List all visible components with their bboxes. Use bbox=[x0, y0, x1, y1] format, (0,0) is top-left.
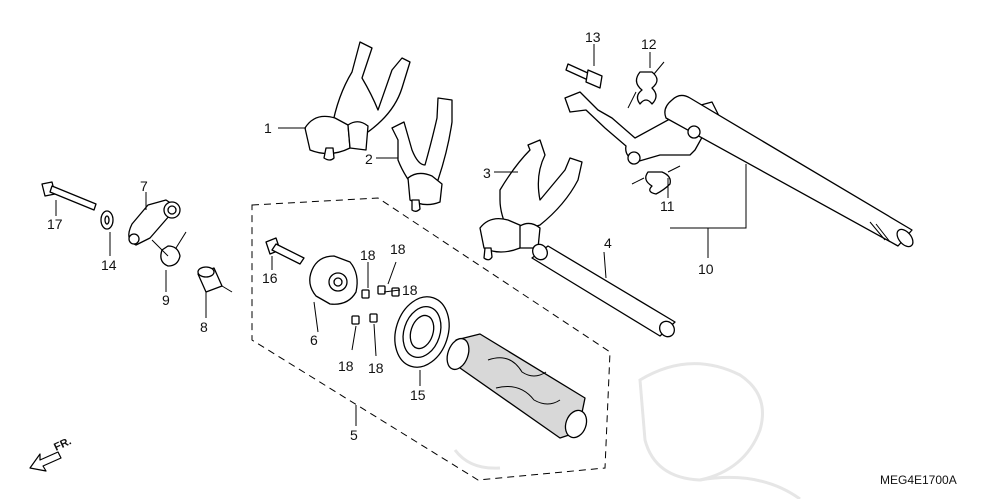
callout-2: 2 bbox=[365, 151, 373, 167]
callout-9: 9 bbox=[162, 292, 170, 308]
dowel-pins-18 bbox=[351, 285, 400, 325]
shift-fork-3 bbox=[479, 139, 583, 261]
pin-bolt-13 bbox=[565, 63, 603, 89]
washer-14 bbox=[100, 210, 114, 230]
callout-16: 16 bbox=[262, 270, 278, 286]
callout-11: 11 bbox=[660, 198, 675, 214]
callout-5: 5 bbox=[350, 427, 358, 443]
bolt-16 bbox=[265, 237, 305, 265]
front-arrow-icon bbox=[29, 451, 62, 472]
shift-fork-2 bbox=[391, 97, 453, 212]
diagram-code: MEG4E1700A bbox=[880, 473, 957, 487]
callout-15: 15 bbox=[410, 387, 426, 403]
callout-12: 12 bbox=[641, 36, 657, 52]
callout-17: 17 bbox=[47, 216, 63, 232]
leader-lines bbox=[55, 44, 747, 426]
drum-assembly-boundary bbox=[251, 197, 611, 481]
callout-8: 8 bbox=[200, 319, 208, 335]
bearing-15 bbox=[394, 296, 450, 368]
gearshift-spindle-10 bbox=[564, 91, 914, 248]
shift-drum-5 bbox=[446, 333, 588, 439]
shift-fork-1 bbox=[304, 41, 411, 161]
return-spring-11 bbox=[631, 165, 681, 195]
callout-18-c: 18 bbox=[402, 282, 418, 298]
callout-18-b: 18 bbox=[390, 241, 406, 257]
fork-shaft-4 bbox=[531, 243, 676, 338]
callout-6: 6 bbox=[310, 332, 318, 348]
callout-3: 3 bbox=[483, 165, 491, 181]
callout-10: 10 bbox=[698, 261, 714, 277]
callout-14: 14 bbox=[101, 257, 117, 273]
callout-13: 13 bbox=[585, 29, 601, 45]
callout-4: 4 bbox=[604, 235, 612, 251]
callout-7: 7 bbox=[140, 178, 148, 194]
callout-18-d: 18 bbox=[338, 358, 354, 374]
front-direction-label: FR. bbox=[52, 435, 73, 453]
return-spring-12 bbox=[627, 61, 665, 109]
callout-18-a: 18 bbox=[360, 247, 376, 263]
stopper-spring-9 bbox=[151, 231, 187, 267]
bolt-17 bbox=[41, 181, 97, 211]
callout-numbers: 1 2 3 4 5 6 7 8 9 10 11 12 13 14 15 16 1… bbox=[47, 29, 714, 443]
watermark-figure bbox=[453, 362, 801, 499]
stopper-arm-7 bbox=[128, 199, 181, 246]
callout-18-e: 18 bbox=[368, 360, 384, 376]
callout-1: 1 bbox=[264, 120, 272, 136]
front-direction-arrow: FR. bbox=[29, 435, 73, 472]
collar-8 bbox=[197, 266, 233, 293]
drum-center-6 bbox=[309, 255, 358, 305]
